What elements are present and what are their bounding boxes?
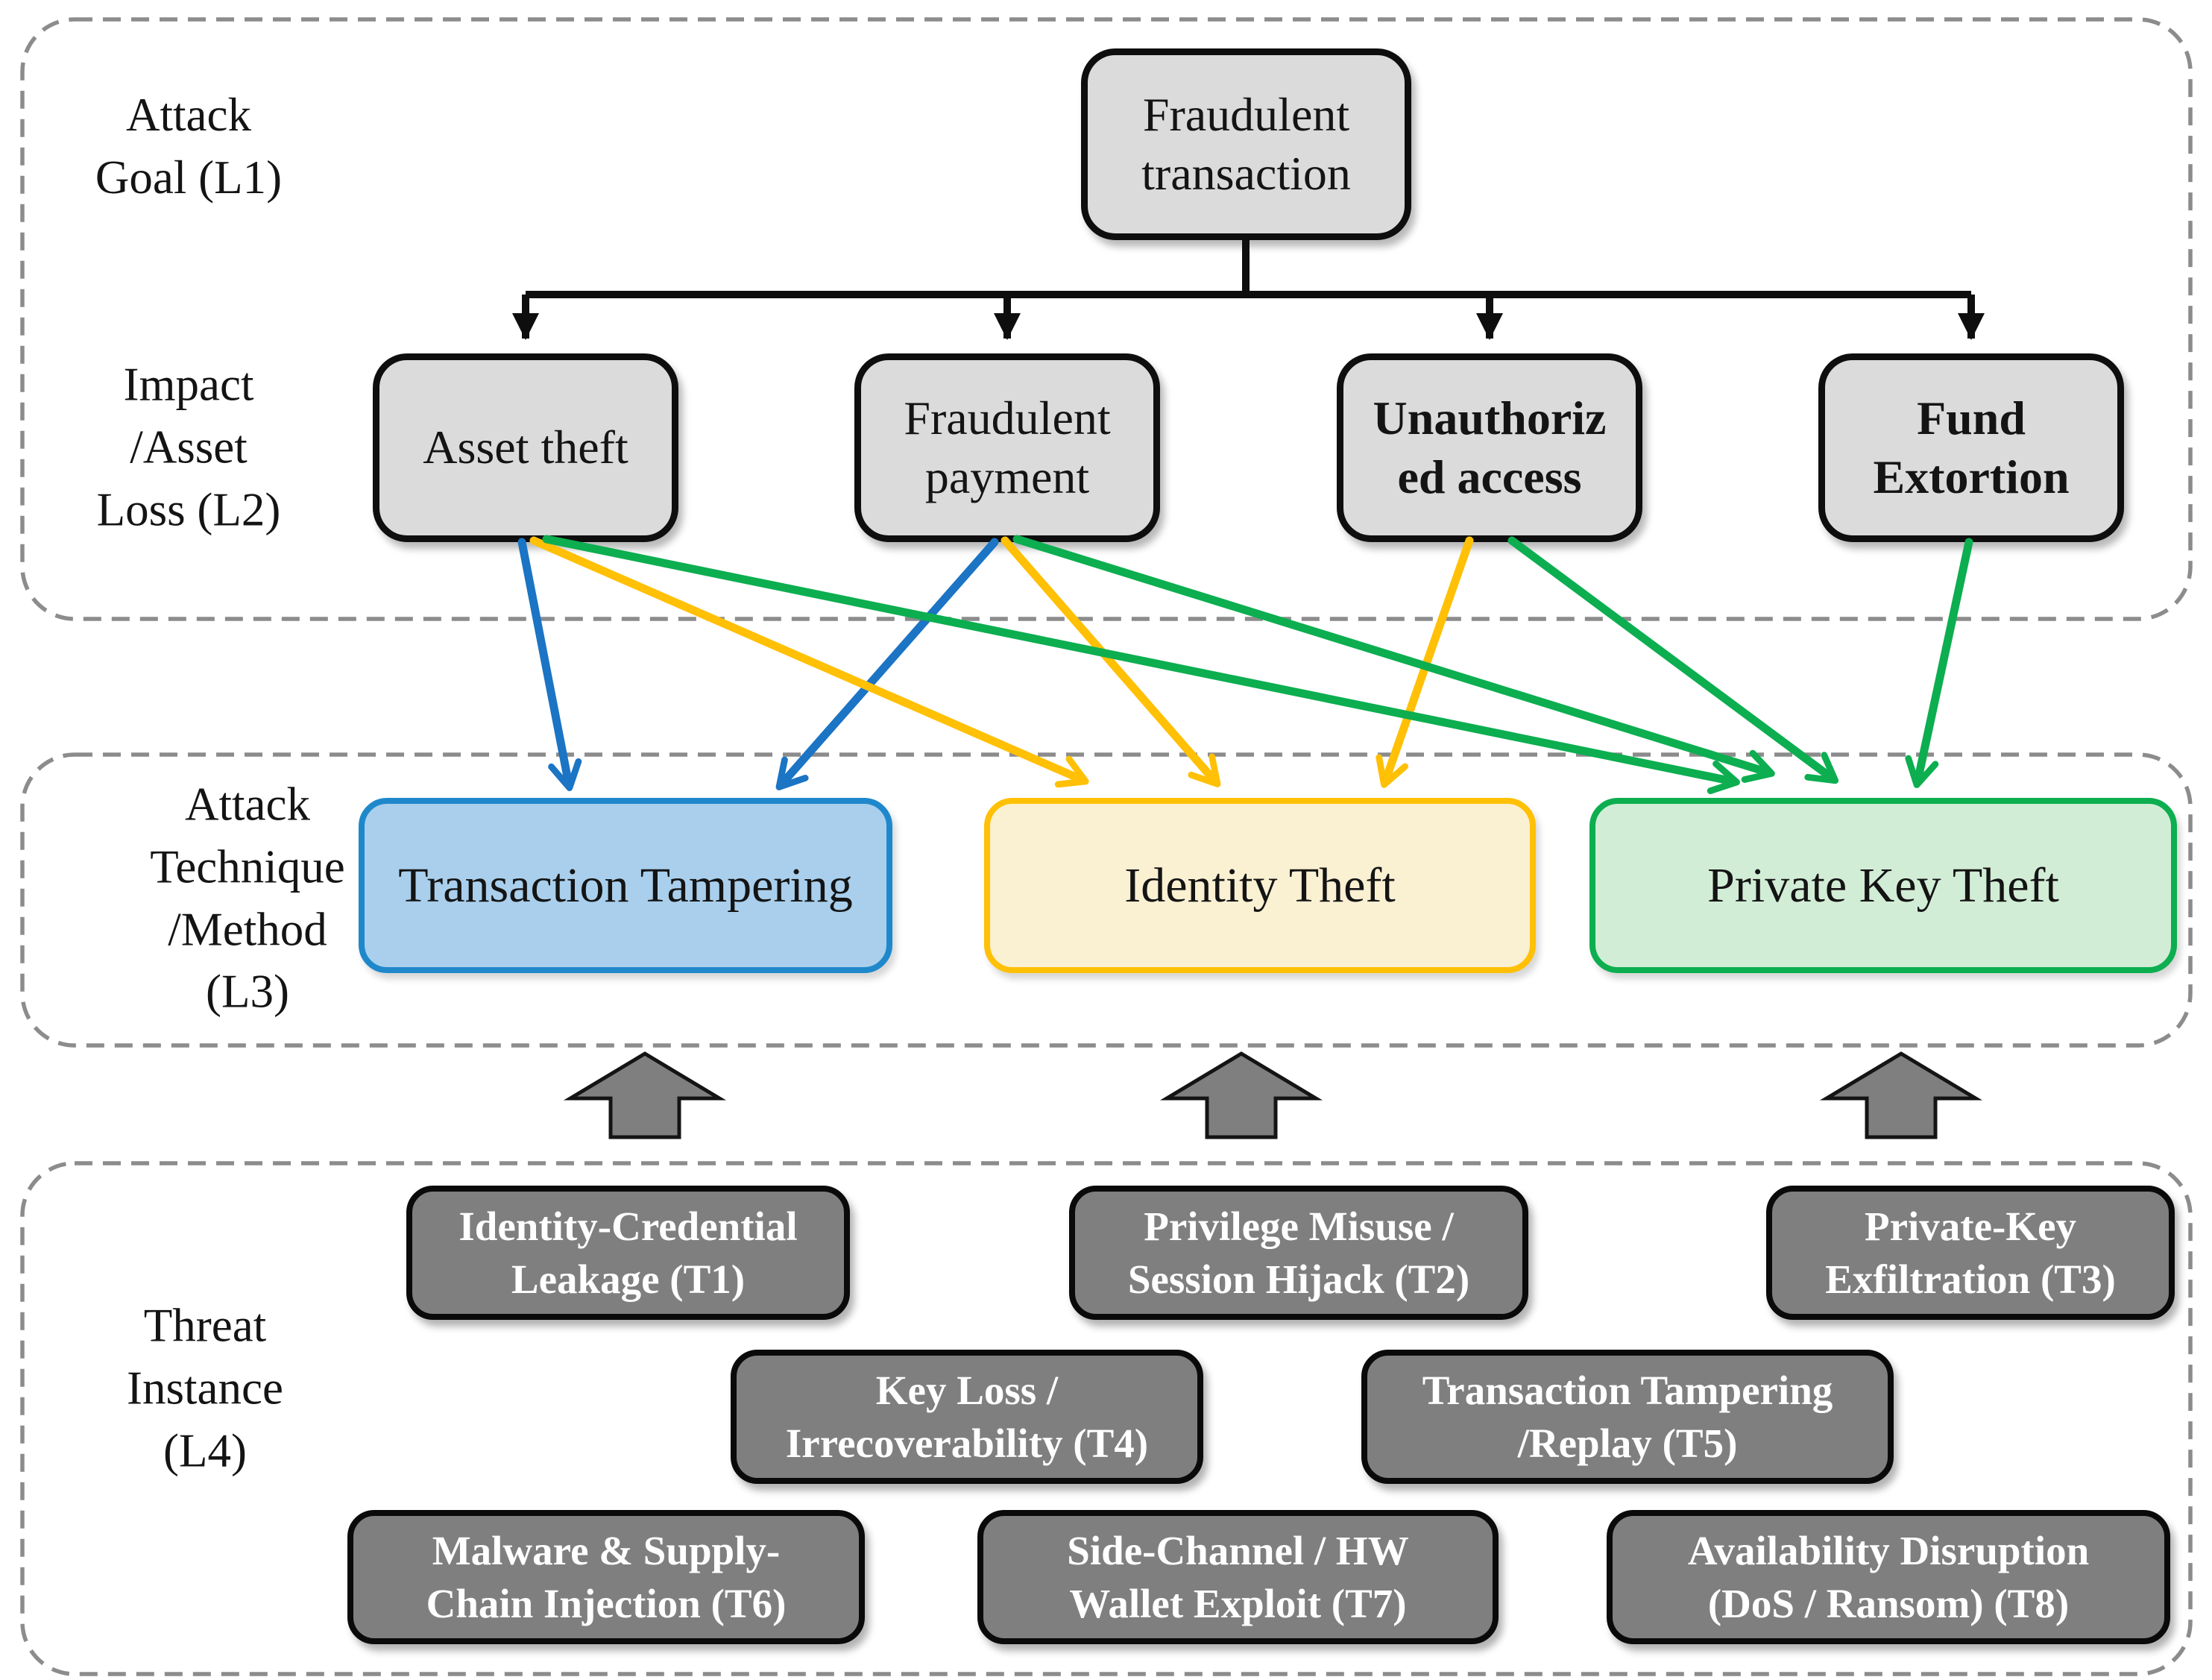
- node-threat-t1: Identity-Credential Leakage (T1): [406, 1186, 850, 1320]
- link-fraudulent-payment-to-identity-theft: [1001, 536, 1221, 787]
- node-threat-t6: Malware & Supply- Chain Injection (T6): [347, 1510, 865, 1644]
- link-asset-theft-to-transaction-tampering: [517, 538, 582, 791]
- layer-label-l4: Threat Instance (L4): [127, 1299, 283, 1476]
- node-threat-t3: Private-Key Exfiltration (T3): [1766, 1186, 2175, 1320]
- link-fraudulent-payment-to-transaction-tampering: [775, 538, 999, 790]
- node-threat-t2: Privilege Misuse / Session Hijack (T2): [1069, 1186, 1528, 1320]
- link-unauthorized-access-to-private-key-theft: [1507, 536, 1839, 784]
- link-asset-theft-to-identity-theft: [529, 536, 1089, 788]
- node-fund-extortion: Fund Extortion: [1818, 353, 2124, 542]
- up-arrow-icon-transaction-tampering: [563, 1051, 727, 1139]
- link-fraudulent-payment-to-private-key-theft: [1012, 535, 1775, 783]
- layer-label-l2: Impact /Asset Loss (L2): [96, 358, 281, 535]
- node-identity-theft: Identity Theft: [984, 798, 1536, 973]
- node-unauthorized-access: Unauthoriz ed access: [1337, 353, 1642, 542]
- node-threat-t8: Availability Disruption (DoS / Ransom) (…: [1607, 1510, 2170, 1644]
- tree-connector: [526, 240, 1971, 298]
- node-fraudulent-payment: Fraudulent payment: [854, 353, 1160, 542]
- node-asset-theft: Asset theft: [373, 353, 678, 542]
- node-threat-t5: Transaction Tampering /Replay (T5): [1361, 1350, 1894, 1484]
- up-arrow-icon-identity-theft: [1159, 1051, 1323, 1139]
- link-fund-extortion-to-private-key-theft: [1905, 538, 1973, 788]
- node-threat-t7: Side-Channel / HW Wallet Exploit (T7): [977, 1510, 1499, 1644]
- layer-label-l1: Attack Goal (L1): [95, 89, 283, 204]
- node-private-key-theft: Private Key Theft: [1589, 798, 2177, 973]
- link-unauthorized-access-to-identity-theft: [1376, 536, 1474, 788]
- node-transaction-tampering: Transaction Tampering: [359, 798, 892, 973]
- layer-label-l3: Attack Technique /Method (L3): [150, 778, 345, 1018]
- node-fraudulent-transaction: Fraudulent transaction: [1081, 48, 1411, 240]
- up-arrow-icon-private-key-theft: [1819, 1051, 1983, 1139]
- node-threat-t4: Key Loss / Irrecoverability (T4): [731, 1350, 1203, 1484]
- link-asset-theft-to-private-key-theft: [542, 535, 1740, 794]
